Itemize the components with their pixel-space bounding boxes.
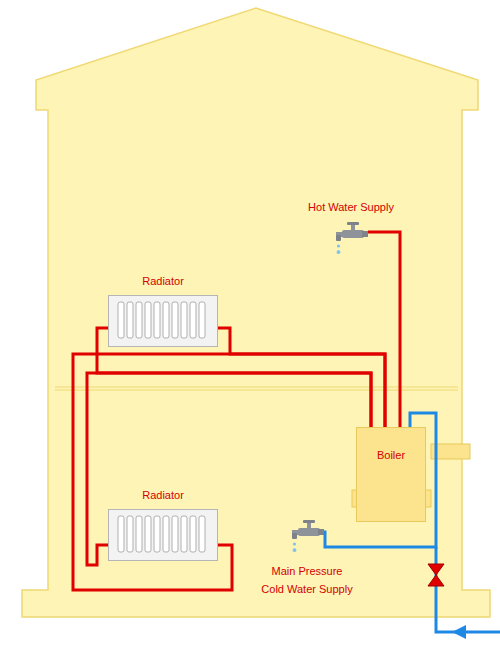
radiator: Radiator <box>108 295 218 347</box>
part-label: Boiler <box>377 449 405 461</box>
radiator-fins <box>109 510 217 560</box>
radiator-fins <box>109 296 217 346</box>
boiler: Boiler <box>356 427 426 522</box>
pipe <box>218 328 385 427</box>
house-outline <box>22 8 490 617</box>
tap-symbol <box>334 222 368 244</box>
part-label: Radiator <box>142 275 184 287</box>
pipe <box>87 373 371 565</box>
label-holder: Radiator <box>142 485 184 503</box>
hot-tap: Hot Water Supply <box>334 222 368 244</box>
stop-valve <box>428 564 444 586</box>
cold-tap: Main Pressure Cold Water Supply <box>290 520 324 542</box>
radiator: Radiator <box>108 509 218 561</box>
label-holder: Hot Water Supply <box>308 197 394 215</box>
floor-line <box>55 387 458 388</box>
mains-pipe <box>436 547 500 632</box>
part-label: Main Pressure Cold Water Supply <box>261 565 352 595</box>
label-holder: Radiator <box>142 271 184 289</box>
pipe <box>73 354 385 590</box>
pipe <box>324 413 436 547</box>
floor-line <box>55 390 458 391</box>
part-label: Radiator <box>142 489 184 501</box>
pipe <box>368 232 400 427</box>
tap-symbol <box>290 520 324 542</box>
label-holder: Main Pressure Cold Water Supply <box>260 561 354 597</box>
part-label: Hot Water Supply <box>308 201 394 213</box>
flow-arrow <box>452 625 466 639</box>
label-holder: Boiler <box>357 428 425 463</box>
